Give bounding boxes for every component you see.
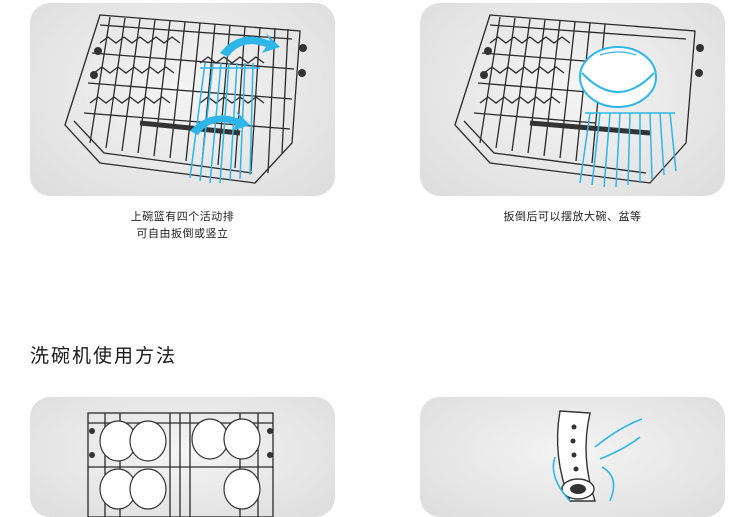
dish-rack-bowl-illustration: [454, 14, 704, 188]
caption-tines-folding: 上碗篮有四个活动排 可自由扳倒或竖立: [30, 208, 335, 242]
spray-arm-image: [420, 397, 725, 517]
bowl-shape: [579, 46, 657, 108]
dish-rack-illustration: [64, 14, 307, 184]
loaded-rack-illustration: [87, 412, 274, 517]
caption-line: 扳倒后可以摆放大碗、盆等: [503, 210, 642, 223]
rack-image-large-bowl: [420, 3, 725, 196]
loaded-rack-image: [30, 397, 335, 517]
caption-large-bowl: 扳倒后可以摆放大碗、盆等: [420, 208, 725, 225]
caption-line: 上碗篮有四个活动排: [130, 210, 235, 223]
spray-arm-illustration: [552, 410, 643, 502]
caption-line: 可自由扳倒或竖立: [136, 227, 229, 240]
section-title: 洗碗机使用方法: [30, 345, 178, 367]
rack-image-tines-folding: [30, 3, 335, 196]
